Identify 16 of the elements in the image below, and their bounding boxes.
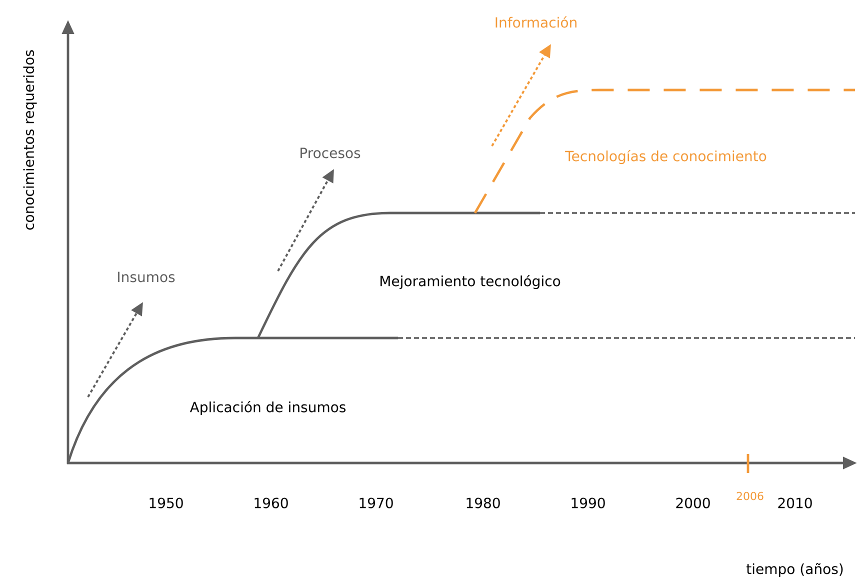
curve-label: Aplicación de insumos — [190, 400, 346, 416]
year-label: 2006 — [736, 492, 764, 500]
year-label: 1990 — [572, 498, 605, 508]
year-label: 2010 — [778, 498, 812, 508]
curve-label: Tecnologías de conocimiento — [565, 150, 766, 164]
curve-label: Mejoramiento tecnológico — [380, 274, 560, 290]
axis-label: conocimientos requeridos — [23, 50, 37, 230]
year-label: 1980 — [466, 498, 500, 508]
curve-label: Información — [496, 16, 576, 28]
curve-label: Procesos — [300, 148, 360, 158]
year-label: 2000 — [676, 498, 710, 508]
year-label: 1950 — [150, 498, 183, 508]
year-label: 1960 — [254, 498, 288, 508]
curve-label: Insumos — [118, 272, 175, 282]
axis-label: tiempo (años) — [746, 563, 843, 577]
year-label: 1970 — [360, 498, 393, 508]
